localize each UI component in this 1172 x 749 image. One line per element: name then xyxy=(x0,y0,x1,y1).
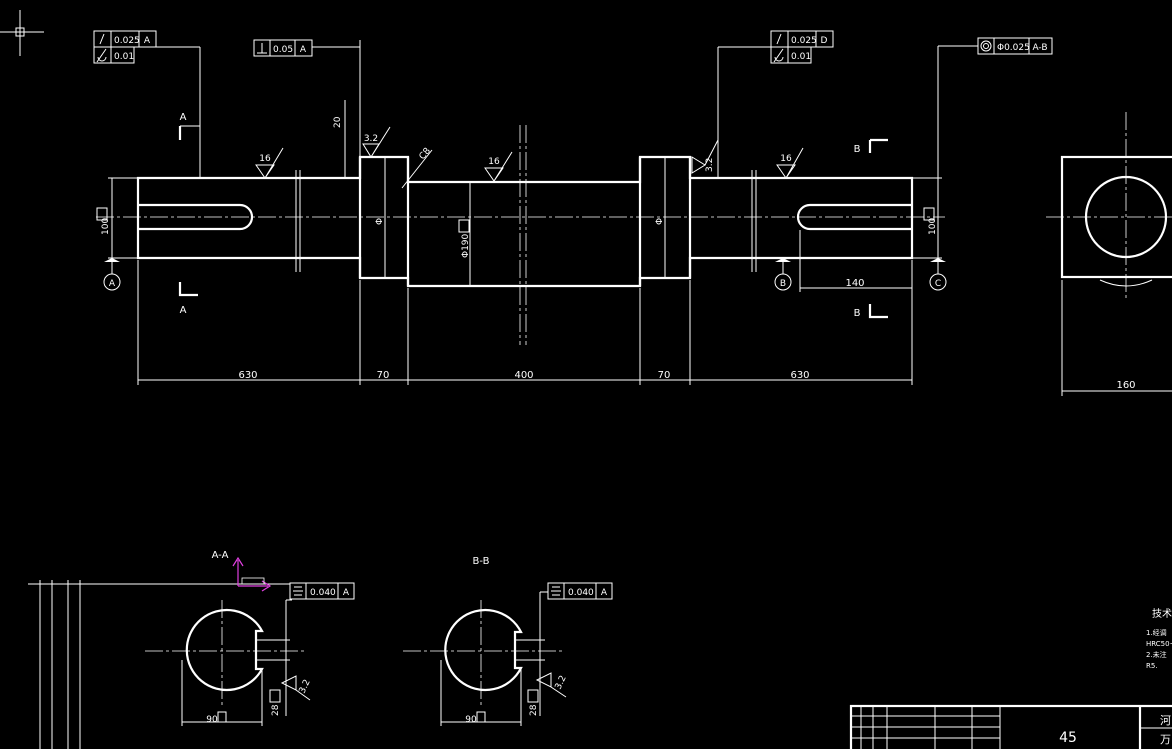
ucs-axis-icon xyxy=(232,556,272,592)
datum-symbols xyxy=(103,258,947,291)
fcf-concentricity-datum: A-B xyxy=(1032,43,1047,53)
side-view xyxy=(1046,112,1172,396)
roughness-value-3: 16 xyxy=(488,157,500,167)
dim-sec-a-depth: 28 xyxy=(271,704,281,716)
dim-key-depth: 20 xyxy=(333,116,343,128)
section-bb-title: B-B xyxy=(473,556,490,567)
dim-diameter-collar-right: Φ xyxy=(655,218,665,225)
dim-diameter-right: 100 xyxy=(928,218,938,235)
roughness-value-2: 3.2 xyxy=(364,134,378,144)
roughness-value-1: 16 xyxy=(259,154,271,164)
section-bb-view xyxy=(403,591,567,726)
crosshair-cursor-icon xyxy=(0,10,44,56)
dim-diameter-mid: Φ190 xyxy=(461,233,471,258)
dim-len-3: 400 xyxy=(514,370,533,381)
section-aa-view xyxy=(28,580,311,749)
dim-side-width: 160 xyxy=(1116,380,1135,391)
keyway-length-dim xyxy=(799,230,913,292)
fcf-symmetry-b-datum: A xyxy=(601,588,608,598)
section-mark-b-top: B xyxy=(854,144,861,155)
keyway-right xyxy=(796,203,912,231)
fcf-left-runout-datum: A xyxy=(144,36,151,46)
fcf-right-runout xyxy=(717,30,834,178)
roughness-value-7: 3.2 xyxy=(554,674,569,691)
fcf-left-runout xyxy=(93,30,201,178)
notes-heading: 技术 xyxy=(1152,607,1172,620)
dim-sec-b-width: 90 xyxy=(465,715,477,725)
dim-sec-b-depth: 28 xyxy=(529,704,539,716)
section-aa-title: A-A xyxy=(212,550,229,561)
shaft-outline xyxy=(136,155,914,288)
fcf-right-cyl-value: 0.01 xyxy=(791,52,811,62)
roughness-value-6: 3.2 xyxy=(298,678,313,695)
fcf-symmetry-a xyxy=(289,582,355,600)
section-mark-a-bottom: A xyxy=(180,305,187,316)
title-block-cell-1: 河 xyxy=(1160,714,1171,727)
roughness-symbols xyxy=(255,126,804,182)
roughness-value-5: 16 xyxy=(780,154,792,164)
dim-len-1: 630 xyxy=(238,370,257,381)
roughness-value-4: 3.2 xyxy=(705,158,715,172)
fcf-left-runout-value: 0.025 xyxy=(114,36,140,46)
fcf-concentricity xyxy=(937,37,1053,178)
extension-lines xyxy=(137,260,913,385)
datum-b-label: B xyxy=(780,279,786,289)
fcf-symmetry-b xyxy=(547,582,613,600)
shaft-steps xyxy=(295,157,757,286)
dim-diameter-collar-left: Φ xyxy=(375,218,385,225)
datum-c-label: C xyxy=(935,279,941,289)
diameter-dim-lines xyxy=(96,157,942,286)
section-bb-profile xyxy=(444,608,523,692)
notes-line-4: R5. xyxy=(1146,662,1158,670)
fcf-perpendicularity-value: 0.05 xyxy=(273,45,293,55)
title-block-material: 45 xyxy=(1059,730,1077,746)
keyway-left xyxy=(138,203,254,231)
section-cut-marks xyxy=(178,126,888,319)
section-aa-profile xyxy=(185,608,264,692)
dim-sec-a-width: 90 xyxy=(206,715,218,725)
fcf-perpendicularity-datum: A xyxy=(300,45,307,55)
fcf-left-cyl-value: 0.01 xyxy=(114,52,134,62)
fcf-symmetry-a-datum: A xyxy=(343,588,350,598)
section-mark-a-top: A xyxy=(180,112,187,123)
dim-keyway-length: 140 xyxy=(845,278,864,289)
fcf-concentricity-value: Φ0.025 xyxy=(997,43,1030,53)
fcf-symmetry-b-value: 0.040 xyxy=(568,588,594,598)
title-block xyxy=(849,704,1172,749)
dim-len-4: 70 xyxy=(658,370,671,381)
dim-len-5: 630 xyxy=(790,370,809,381)
fcf-right-runout-datum: D xyxy=(821,36,828,46)
shaft-centerline xyxy=(96,125,945,345)
dim-chamfer: C8 xyxy=(418,146,434,162)
fcf-perpendicularity xyxy=(253,39,361,157)
fcf-symmetry-a-value: 0.040 xyxy=(310,588,336,598)
notes-line-1: 1.经调 xyxy=(1146,628,1167,637)
notes-line-3: 2.未注 xyxy=(1146,650,1167,659)
title-block-cell-2: 万 xyxy=(1160,733,1171,746)
section-mark-b-bottom: B xyxy=(854,308,861,319)
chamfer-leader xyxy=(401,149,433,189)
fcf-right-runout-value: 0.025 xyxy=(791,36,817,46)
notes-line-2: HRC50~ xyxy=(1146,640,1172,648)
dim-len-2: 70 xyxy=(377,370,390,381)
dim-diameter-left: 100 xyxy=(101,218,111,235)
datum-a-label: A xyxy=(109,279,116,289)
